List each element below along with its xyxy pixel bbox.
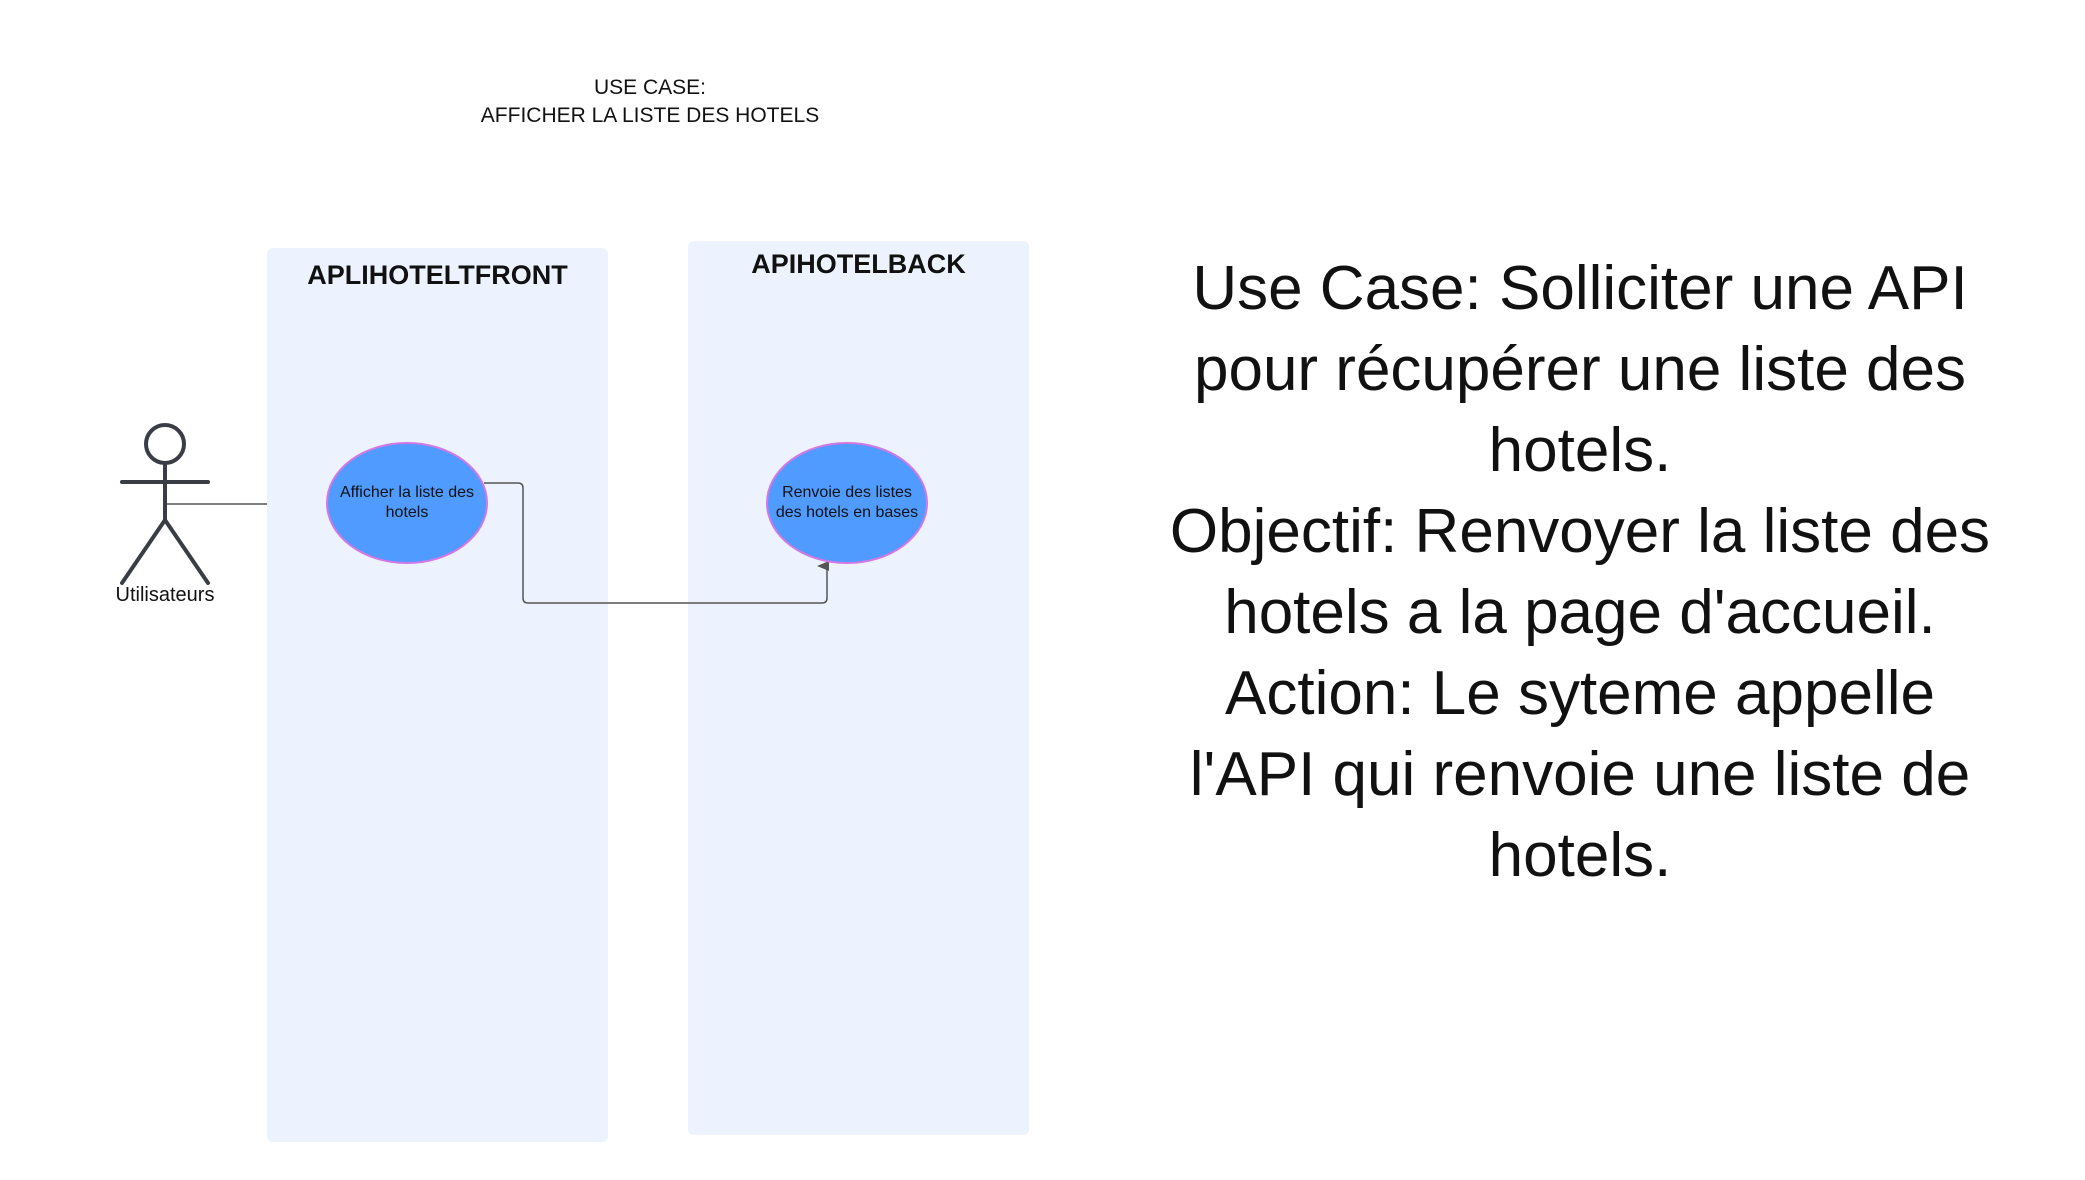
lane-front-label: APLIHOTELTFRONT <box>307 260 568 290</box>
use-case-description: Use Case: Solliciter une API pour récupé… <box>1100 248 2060 896</box>
description-line: Action: Le syteme appelle <box>1225 659 1935 728</box>
description-line: Objectif: Renvoyer la liste des <box>1169 497 1991 566</box>
description-line: hotels. <box>1488 821 1672 890</box>
description-line: Use Case: Solliciter une API <box>1192 254 1968 323</box>
use-case-renvoie-listes-text: Renvoie des listes des hotels en bases <box>775 484 919 521</box>
use-case-renvoie-listes[interactable]: Renvoie des listes des hotels en bases <box>766 442 928 564</box>
diagram-title-line-2: AFFICHER LA LISTE DES HOTELS <box>480 104 820 127</box>
stick-figure-icon[interactable] <box>110 420 220 610</box>
lane-back-label: APIHOTELBACK <box>751 249 966 279</box>
actor-label: Utilisateurs <box>115 584 215 606</box>
description-line: hotels. <box>1488 416 1672 485</box>
description-line: l'API qui renvoie une liste de <box>1189 740 1971 809</box>
lane-back[interactable]: APIHOTELBACK <box>688 241 1029 1135</box>
diagram-title: USE CASE: AFFICHER LA LISTE DES HOTELS <box>390 74 910 130</box>
description-line: pour récupérer une liste des <box>1193 335 1966 404</box>
use-case-afficher-liste[interactable]: Afficher la liste des hotels <box>326 442 488 564</box>
description-line: hotels a la page d'accueil. <box>1224 578 1936 647</box>
diagram-title-line-1: USE CASE: <box>593 76 707 99</box>
use-case-afficher-liste-text: Afficher la liste des hotels <box>340 484 474 521</box>
lane-front[interactable]: APLIHOTELTFRONT <box>267 248 608 1142</box>
